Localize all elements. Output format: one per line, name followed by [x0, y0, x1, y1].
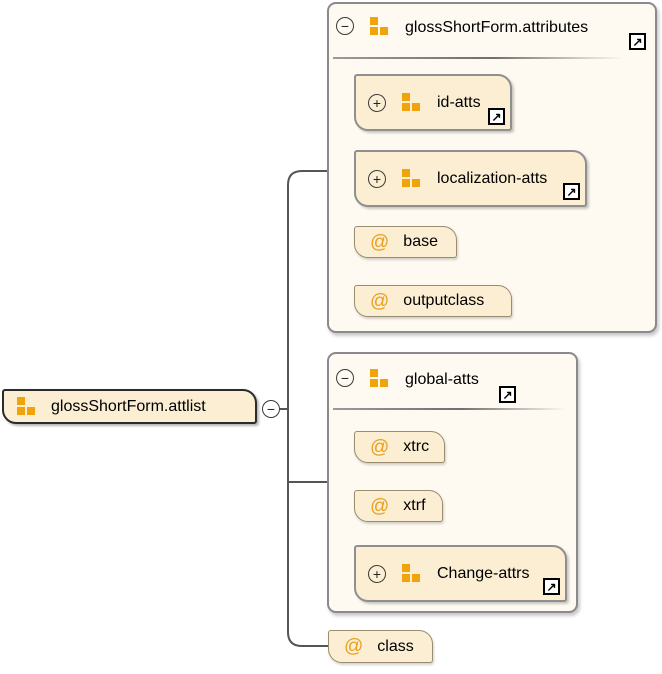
collapse-toggle[interactable]: − — [336, 369, 354, 387]
node-label: xtrc — [403, 438, 430, 455]
node-id-atts[interactable]: + id-atts ↗ — [354, 74, 512, 131]
node-attribute-base[interactable]: @ base — [354, 226, 457, 258]
attribute-group-icon — [370, 17, 388, 35]
node-label: localization-atts — [437, 169, 548, 187]
attribute-at-icon: @ — [344, 636, 364, 657]
plus-icon: + — [372, 565, 382, 582]
plus-icon: + — [372, 94, 382, 111]
attribute-at-icon: @ — [370, 290, 390, 312]
node-label: class — [377, 637, 414, 655]
node-change-attrs[interactable]: + Change-attrs ↗ — [354, 545, 567, 602]
minus-icon: − — [340, 370, 350, 386]
node-localization-atts[interactable]: + localization-atts ↗ — [354, 150, 587, 207]
group-glossshortform-attributes[interactable]: − glossShortForm.attributes ↗ + id-atts … — [327, 2, 657, 333]
node-attribute-class[interactable]: @ class — [328, 630, 433, 663]
attribute-group-icon — [17, 397, 35, 415]
attribute-group-icon — [370, 369, 388, 387]
jump-to-definition-icon[interactable]: ↗ — [543, 578, 560, 595]
minus-icon: − — [266, 401, 276, 417]
collapse-toggle[interactable]: − — [336, 17, 354, 35]
node-label: id-atts — [437, 93, 481, 111]
attribute-at-icon: @ — [370, 231, 390, 253]
expand-toggle[interactable]: + — [368, 564, 386, 583]
plus-icon: + — [372, 170, 382, 187]
header-separator — [333, 57, 623, 59]
node-label: base — [403, 233, 438, 250]
jump-to-definition-icon[interactable]: ↗ — [488, 108, 505, 125]
jump-to-definition-icon[interactable]: ↗ — [563, 183, 580, 200]
group-global-atts[interactable]: − global-atts ↗ @ xtrc @ xtrf + — [327, 352, 578, 613]
attribute-group-icon — [402, 169, 420, 187]
jump-to-definition-icon[interactable]: ↗ — [499, 386, 516, 403]
node-label: Change-attrs — [437, 564, 530, 582]
node-glossshortform-attlist[interactable]: glossShortForm.attlist — [2, 389, 257, 424]
expand-toggle[interactable]: + — [368, 93, 386, 112]
node-label: xtrf — [403, 497, 426, 514]
attribute-group-icon — [402, 564, 420, 582]
root-collapse-toggle[interactable]: − — [262, 400, 280, 418]
group-title: global-atts — [405, 371, 479, 388]
minus-icon: − — [340, 18, 350, 34]
node-attribute-xtrc[interactable]: @ xtrc — [354, 431, 445, 463]
attribute-at-icon: @ — [370, 495, 390, 517]
attribute-group-icon — [402, 93, 420, 111]
header-separator — [333, 408, 566, 410]
node-attribute-outputclass[interactable]: @ outputclass — [354, 285, 512, 317]
node-attribute-xtrf[interactable]: @ xtrf — [354, 490, 443, 522]
node-label: outputclass — [403, 292, 485, 309]
expand-toggle[interactable]: + — [368, 169, 386, 188]
group-title: glossShortForm.attributes — [405, 19, 589, 36]
jump-to-definition-icon[interactable]: ↗ — [629, 33, 646, 50]
attribute-at-icon: @ — [370, 436, 390, 458]
node-label: glossShortForm.attlist — [51, 397, 206, 415]
